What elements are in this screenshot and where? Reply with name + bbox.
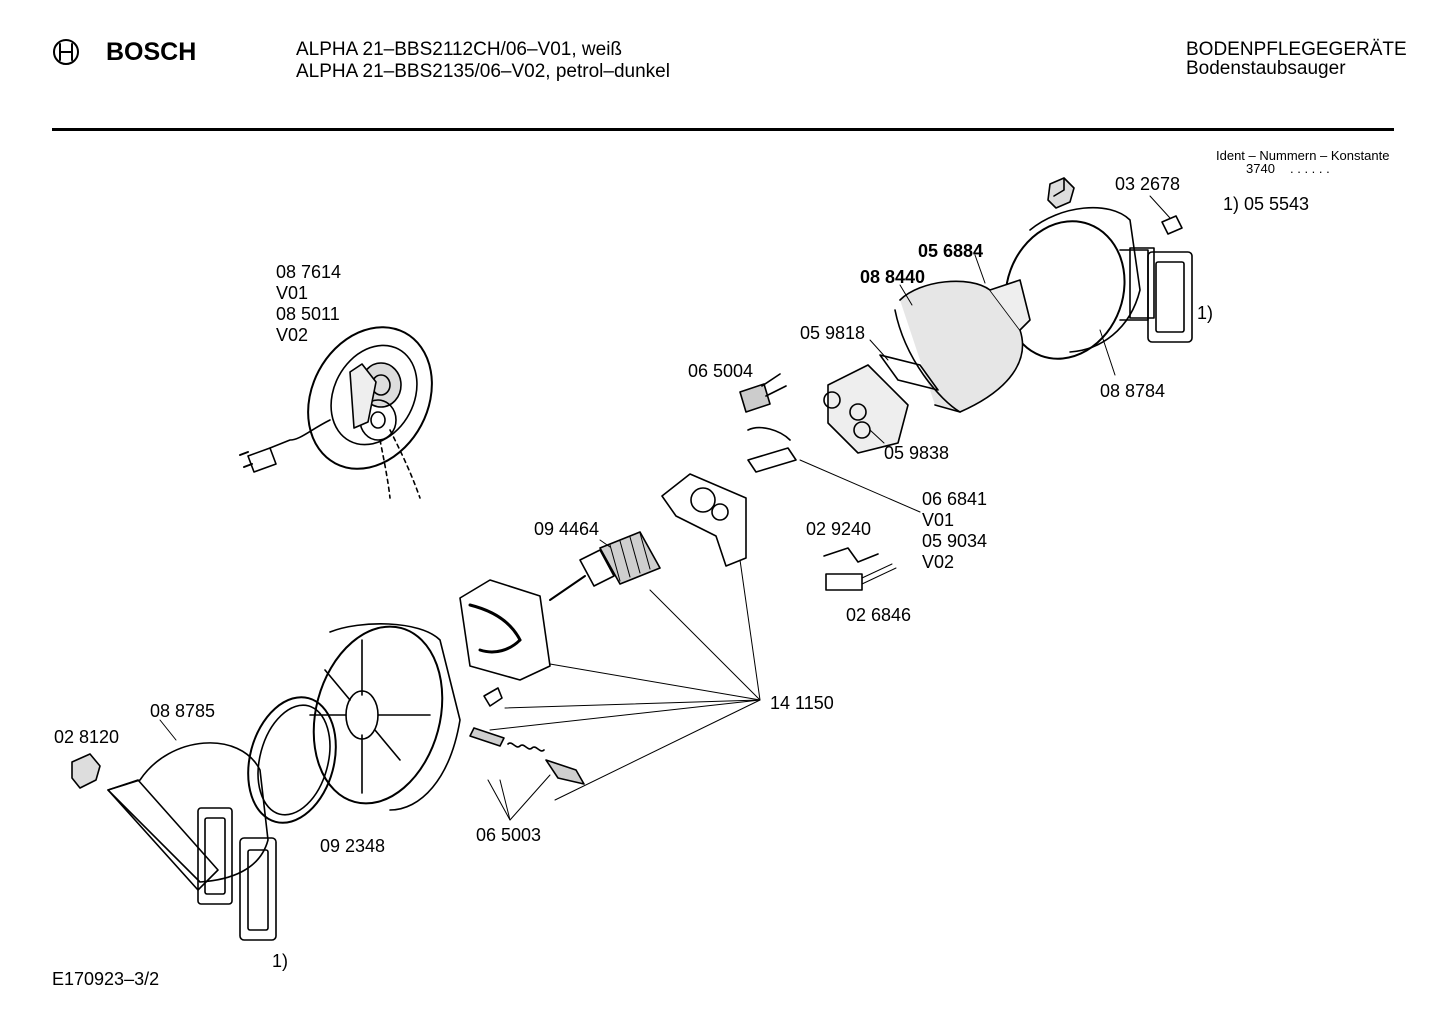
leader-lines [487, 559, 761, 821]
label-026846: 02 6846 [846, 605, 912, 625]
label-059838: 05 9838 [884, 443, 950, 463]
brush-holder-plate-illustration [823, 339, 939, 454]
label-cord-2: V01 [276, 283, 309, 303]
armature-illustration [549, 531, 661, 601]
label-066841-4: V02 [922, 552, 955, 572]
label-cord-1: 08 7614 [276, 262, 342, 282]
label-066841-1: 06 6841 [922, 489, 988, 509]
label-066841-2: V01 [922, 510, 955, 530]
label-028120: 02 8120 [54, 727, 120, 747]
label-059818: 05 9818 [800, 323, 866, 343]
model-line-2: ALPHA 21–BBS2135/06–V02, petrol–dunkel [296, 61, 670, 82]
brand-name: BOSCH [106, 38, 197, 66]
ident-title: Ident – Nummern – Konstante [1216, 148, 1390, 163]
model-line-1: ALPHA 21–BBS2112CH/06–V01, weiß [296, 39, 623, 60]
label-066841-3: 05 9034 [922, 531, 988, 551]
carbon-brush-illustration [469, 687, 585, 785]
category-title: BODENPFLEGEGERÄTE [1186, 39, 1407, 60]
switch-065004-illustration [739, 373, 787, 413]
label-footnote-right: 1) [1197, 303, 1214, 323]
label-088784: 08 8784 [1100, 381, 1166, 401]
label-056884: 05 6884 [918, 241, 984, 261]
label-cord-3: 08 5011 [276, 304, 340, 324]
stator-illustration [459, 579, 551, 681]
ident-dots: . . . . . . [1290, 161, 1330, 176]
header-rule [52, 128, 1394, 131]
rear-housing-illustration [1004, 206, 1193, 376]
cap-032678-illustration [1047, 177, 1075, 209]
ident-footnote: 1) 05 5543 [1223, 194, 1310, 214]
front-housing-illustration [107, 719, 277, 941]
spring-clip-illustration [823, 547, 897, 591]
label-cord-4: V02 [276, 325, 309, 345]
document-id: E170923–3/2 [52, 969, 160, 989]
label-141150: 14 1150 [770, 693, 834, 713]
label-094464: 09 4464 [534, 519, 600, 539]
cable-reel-illustration [239, 326, 433, 499]
bracket-illustration [661, 473, 747, 567]
bosch-logo-icon [53, 39, 79, 65]
label-092348: 09 2348 [320, 836, 386, 856]
capacitor-illustration [747, 426, 921, 513]
clip-icon [1161, 215, 1183, 235]
ident-code: 3740 [1246, 161, 1275, 176]
label-footnote-bottom: 1) [272, 951, 289, 971]
ring-seal-illustration [247, 696, 337, 824]
label-088440: 08 8440 [860, 267, 926, 287]
label-088785: 08 8785 [150, 701, 216, 721]
label-065004: 06 5004 [688, 361, 754, 381]
label-032678: 03 2678 [1115, 174, 1181, 194]
block-028120-icon [71, 753, 101, 789]
subcategory-title: Bodenstaubsauger [1186, 58, 1346, 79]
label-065003: 06 5003 [476, 825, 542, 845]
label-029240: 02 9240 [806, 519, 872, 539]
